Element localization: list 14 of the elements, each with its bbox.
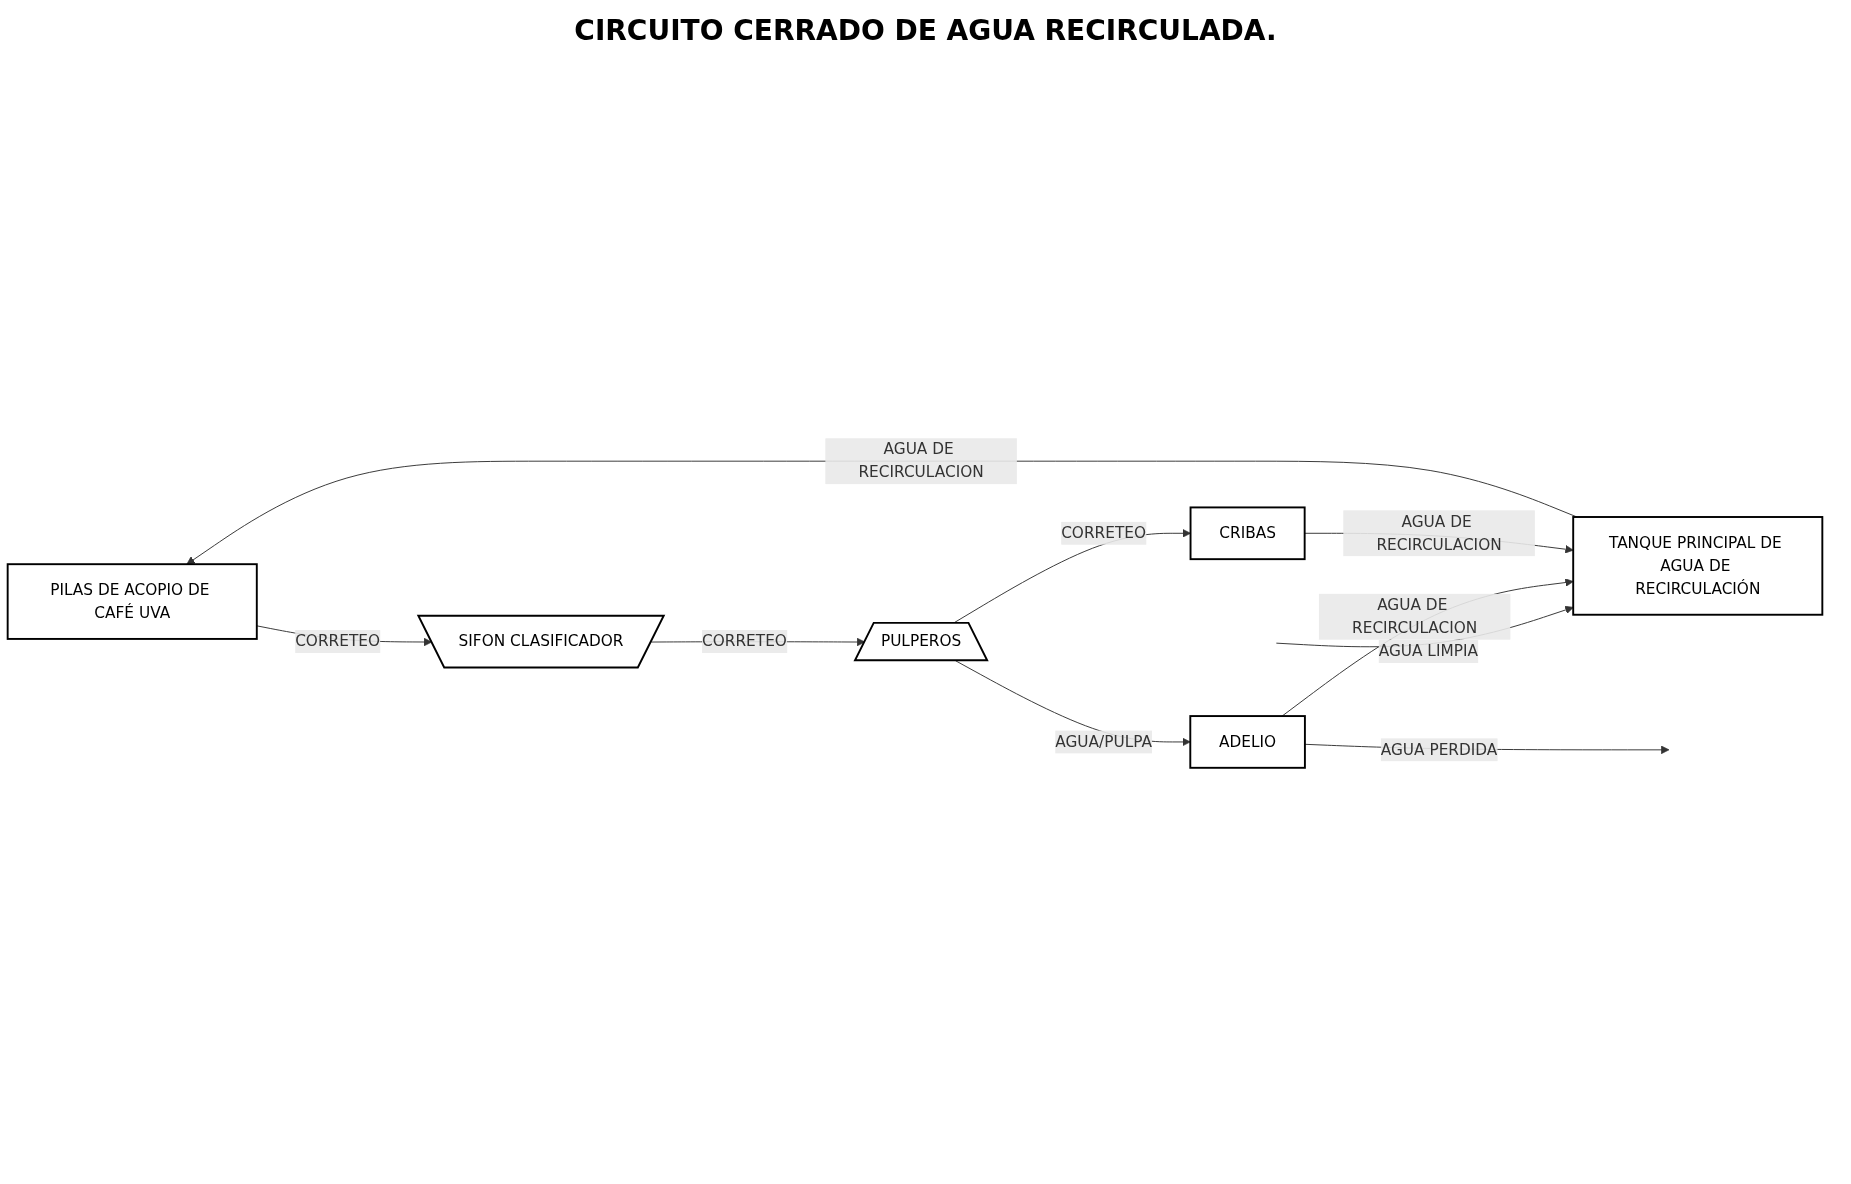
edge-label: CORRETEO [295, 631, 381, 651]
node-box: CRIBAS [1189, 506, 1306, 561]
edge-label: AGUA/PULPA [1055, 732, 1152, 751]
edge-label: AGUA PERDIDA [1380, 740, 1498, 759]
edge-label: AGUA DE RECIRCULACION [1376, 512, 1502, 554]
edge-label: CORRETEO [702, 631, 787, 651]
node-box: ADELIO [1189, 715, 1306, 769]
diagram-title: CIRCUITO CERRADO DE AGUA RECIRCULADA. [573, 14, 1278, 47]
edge-label: AGUA DE RECIRCULACION [858, 440, 984, 482]
node-box: PILAS DE ACOPIO DE CAFÉ UVA [6, 563, 258, 640]
node-box: TANQUE PRINCIPAL DE AGUA DE RECIRCULACIÓN [1572, 516, 1824, 616]
edge-label: CORRETEO [1061, 523, 1147, 542]
edge-label: AGUA LIMPIA [1378, 641, 1478, 661]
edge-label: AGUA DE RECIRCULACION [1352, 595, 1478, 637]
